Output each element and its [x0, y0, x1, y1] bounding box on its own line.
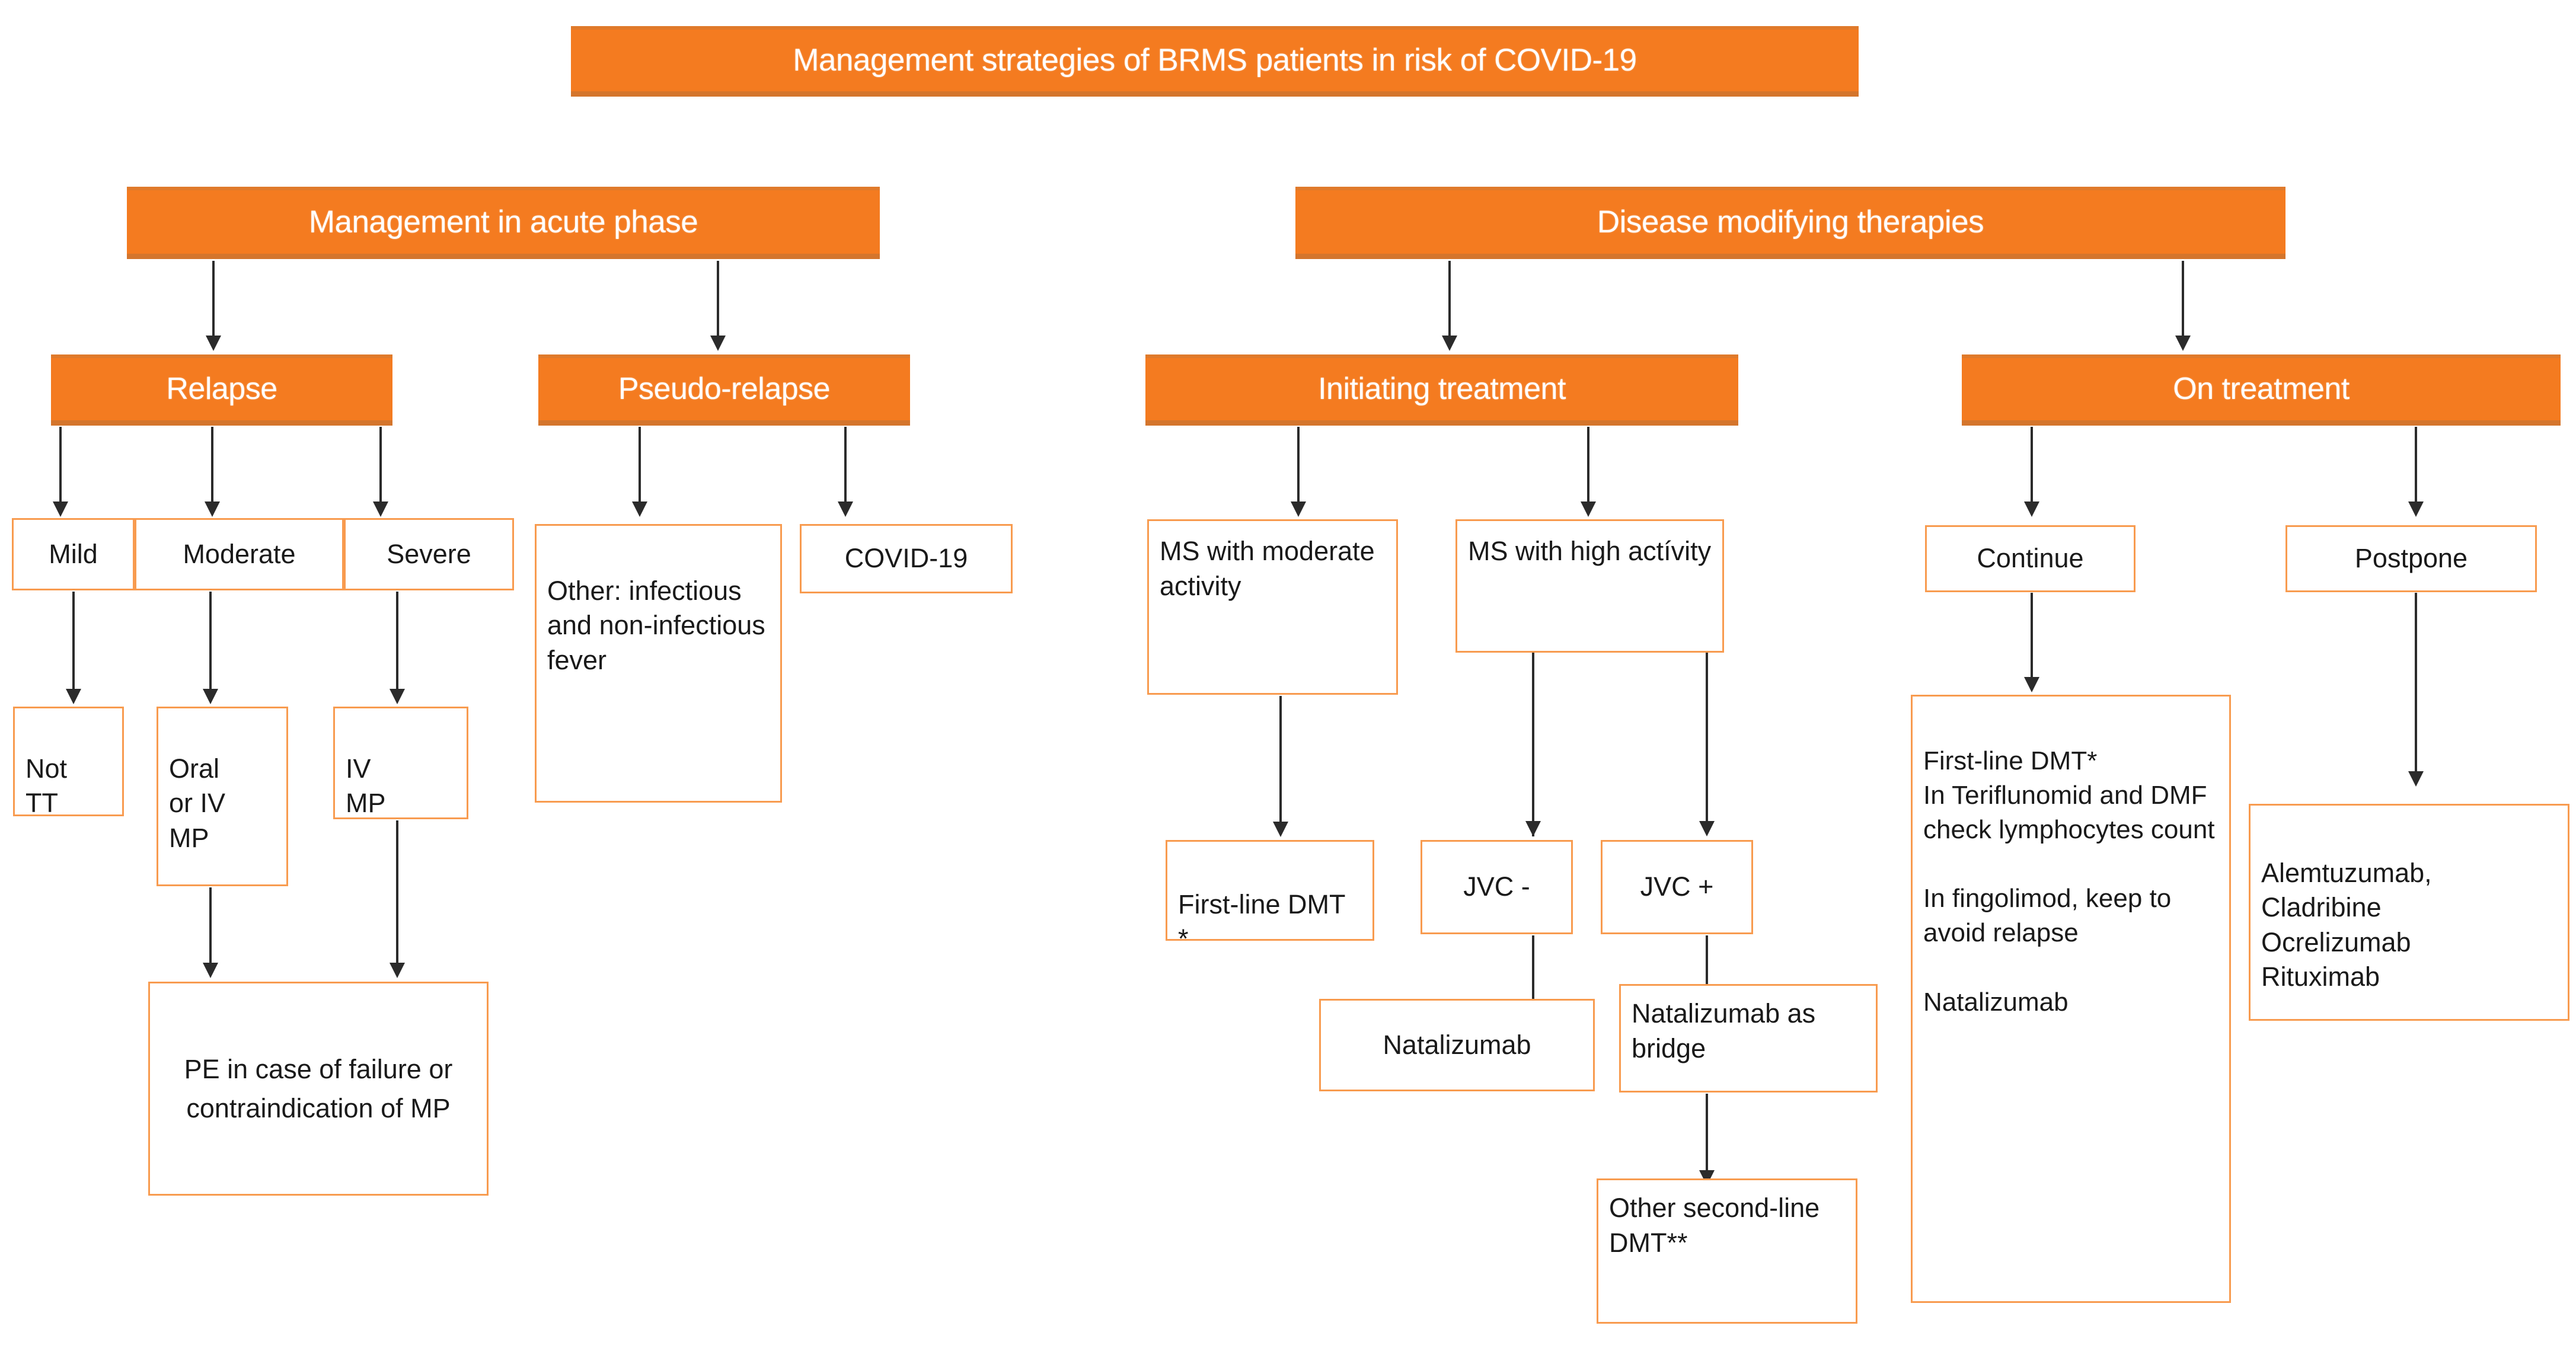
box-jvc-positive: JVC +	[1601, 840, 1753, 934]
header-initiating-treatment-label: Initiating treatment	[1318, 372, 1566, 407]
box-pe-fallback-label: PE in case of failure or contraindicatio…	[184, 1054, 453, 1123]
arrow-relapse-to-moderate	[203, 427, 221, 517]
arrow-bridge-to-other-second-line	[1698, 1094, 1716, 1186]
arrow-ms-moderate-to-first-line-dmt	[1272, 696, 1289, 837]
arrow-ms-high-to-jvc-negative	[1524, 653, 1542, 836]
arrow-on-treatment-to-postpone	[2407, 427, 2425, 517]
arrow-pseudo-to-covid	[837, 427, 854, 517]
box-pe-fallback: PE in case of failure or contraindicatio…	[148, 982, 489, 1196]
box-ms-moderate-activity: MS with moderate activity	[1147, 519, 1398, 695]
box-first-line-dmt-initiating: First-line DMT *	[1166, 840, 1374, 941]
header-pseudo-relapse-label: Pseudo-relapse	[618, 372, 831, 407]
arrow-initiating-to-ms-high	[1579, 427, 1597, 517]
box-severity-mild: Mild	[12, 518, 135, 590]
arrow-initiating-to-ms-moderate	[1289, 427, 1307, 517]
header-pseudo-relapse: Pseudo-relapse	[538, 354, 910, 426]
box-postpone-drugs: Alemtuzumab, Cladribine Ocrelizumab Ritu…	[2249, 804, 2569, 1021]
box-postpone: Postpone	[2285, 525, 2537, 592]
box-severity-mild-label: Mild	[49, 538, 98, 569]
header-management-acute-phase-label: Management in acute phase	[308, 204, 698, 239]
box-continue-details-text: First-line DMT* In Teriflunomid and DMF …	[1923, 746, 2215, 1017]
box-natalizumab-as-bridge-label: Natalizumab as bridge	[1632, 998, 1816, 1063]
arrow-acute-to-pseudo-relapse	[709, 261, 727, 351]
arrow-postpone-to-drugs	[2407, 593, 2425, 787]
arrow-pseudo-to-other	[631, 427, 649, 517]
chart-title-text: Management strategies of BRMS patients i…	[793, 43, 1637, 78]
box-treatment-iv-mp-label: IV MP	[346, 753, 386, 818]
box-jvc-negative: JVC -	[1421, 840, 1573, 934]
arrow-acute-to-relapse	[205, 261, 222, 351]
box-cause-other-fever-label: Other: infectious and non-infectious fev…	[547, 575, 765, 675]
arrow-continue-to-details	[2023, 593, 2041, 692]
box-first-line-dmt-initiating-label: First-line DMT *	[1178, 889, 1345, 941]
header-management-acute-phase: Management in acute phase	[127, 187, 880, 259]
box-jvc-negative-label: JVC -	[1463, 871, 1530, 902]
box-severity-severe-label: Severe	[387, 538, 471, 569]
box-postpone-drugs-label: Alemtuzumab, Cladribine Ocrelizumab Ritu…	[2261, 857, 2432, 992]
arrow-dmt-to-initiating	[1441, 261, 1458, 351]
box-ms-high-activity: MS with high actívity	[1455, 519, 1724, 653]
box-ms-high-activity-label: MS with high actívity	[1468, 536, 1712, 566]
box-other-second-line-dmt-label: Other second-line DMT**	[1609, 1193, 1820, 1258]
arrow-mild-to-not-tt	[65, 592, 82, 704]
header-disease-modifying-therapies-label: Disease modifying therapies	[1597, 204, 1984, 239]
box-severity-moderate: Moderate	[135, 518, 344, 590]
header-relapse-label: Relapse	[166, 372, 277, 407]
box-cause-covid19: COVID-19	[800, 524, 1013, 593]
arrow-moderate-to-oral-iv-mp	[202, 592, 219, 704]
header-relapse: Relapse	[51, 354, 392, 426]
box-severity-severe: Severe	[344, 518, 514, 590]
box-natalizumab: Natalizumab	[1319, 999, 1595, 1091]
arrow-ms-high-to-jvc-positive	[1698, 653, 1716, 836]
box-ms-moderate-activity-label: MS with moderate activity	[1160, 536, 1375, 601]
chart-title-banner: Management strategies of BRMS patients i…	[571, 26, 1859, 97]
arrow-on-treatment-to-continue	[2023, 427, 2041, 517]
arrow-iv-mp-to-pe	[388, 820, 406, 978]
box-cause-other-fever: Other: infectious and non-infectious fev…	[535, 524, 782, 803]
arrow-severe-to-iv-mp	[388, 592, 406, 704]
box-natalizumab-as-bridge: Natalizumab as bridge	[1619, 984, 1878, 1093]
arrow-dmt-to-on-treatment	[2174, 261, 2192, 351]
box-treatment-oral-or-iv-mp: Oral or IV MP	[157, 707, 288, 886]
box-continue-label: Continue	[1977, 543, 2084, 574]
box-continue: Continue	[1925, 525, 2136, 592]
box-treatment-not-tt: Not TT	[13, 707, 124, 816]
box-other-second-line-dmt: Other second-line DMT**	[1597, 1178, 1857, 1324]
box-treatment-iv-mp: IV MP	[333, 707, 468, 819]
header-on-treatment-label: On treatment	[2173, 372, 2350, 407]
box-cause-covid19-label: COVID-19	[844, 543, 968, 574]
box-postpone-label: Postpone	[2354, 543, 2468, 574]
header-disease-modifying-therapies: Disease modifying therapies	[1295, 187, 2285, 259]
box-treatment-oral-or-iv-mp-label: Oral or IV MP	[169, 753, 226, 853]
box-severity-moderate-label: Moderate	[183, 538, 296, 569]
box-continue-details: First-line DMT* In Teriflunomid and DMF …	[1911, 695, 2231, 1303]
box-treatment-not-tt-label: Not TT	[25, 753, 68, 816]
box-jvc-positive-label: JVC +	[1640, 871, 1714, 902]
header-on-treatment: On treatment	[1962, 354, 2561, 426]
arrow-relapse-to-mild	[52, 427, 69, 517]
box-natalizumab-label: Natalizumab	[1383, 1029, 1531, 1060]
header-initiating-treatment: Initiating treatment	[1145, 354, 1738, 426]
arrow-relapse-to-severe	[372, 427, 390, 517]
arrow-oral-iv-mp-to-pe	[202, 887, 219, 978]
